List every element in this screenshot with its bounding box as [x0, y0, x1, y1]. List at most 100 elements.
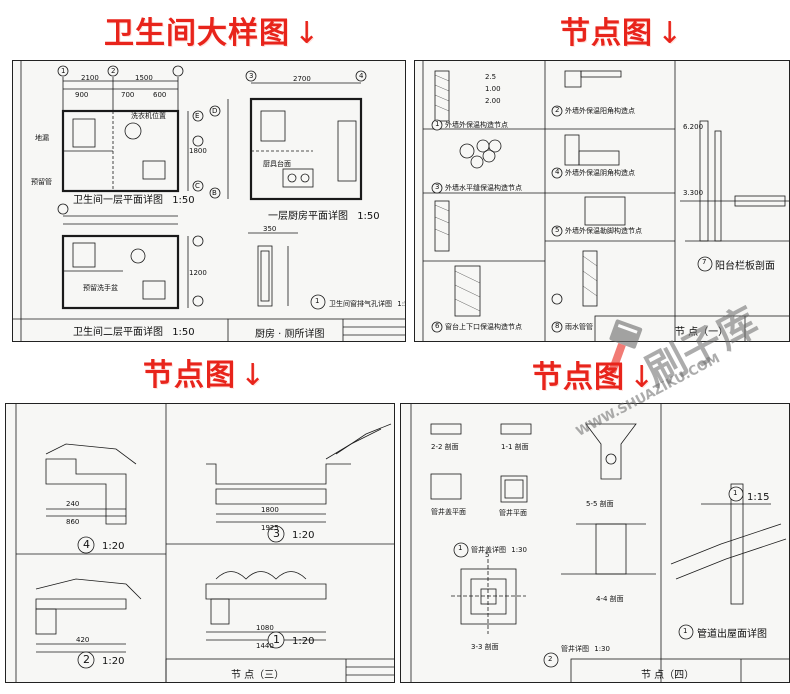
dimension-1-00: 1.00	[485, 85, 501, 93]
bathroom-detail-banner: 卫生间大样图↓	[104, 8, 320, 52]
well-cover-detail-caption: 管井盖详图 1:30	[471, 545, 527, 555]
node-caption-6: 窗台上下口保温构造节点	[445, 323, 522, 331]
node-num-7: 7	[702, 258, 707, 266]
axis-label-b: B	[212, 189, 217, 197]
well-section-num: 2	[548, 655, 553, 663]
node-scale-3: 1:20	[292, 530, 315, 541]
caption-text: 管井盖详图	[471, 546, 506, 554]
section-3-3: 3-3 剖面	[471, 643, 499, 651]
node-diagram-banner-right: 节点图↓	[532, 352, 655, 396]
node-detail-sheet-three: 4 1:20 3 1:20 2 1:20 1 1:20 1800 1925 10…	[5, 403, 395, 683]
axis-label-2: 2	[111, 67, 116, 75]
caption-text: 卫生间窗排气孔详图	[329, 300, 392, 308]
node-num-8: 8	[555, 322, 560, 330]
dimension-1440: 1440	[256, 642, 274, 650]
dimension-700: 700	[121, 91, 135, 99]
node-num-4: 4	[83, 538, 90, 551]
down-arrow-icon: ↓	[294, 16, 321, 51]
title-block-text: 厨房 · 厕所详图	[255, 329, 325, 340]
node-caption-3: 外墙水平缝保温构造节点	[445, 184, 522, 192]
banner-text: 卫生间大样图	[104, 16, 290, 51]
banner-text: 节点图	[532, 360, 625, 395]
down-arrow-icon: ↓	[240, 358, 267, 393]
caption-text: 卫生间一层平面详图	[73, 195, 163, 206]
dimension-1500: 1500	[135, 74, 153, 82]
caption-bath-floor1: 卫生间一层平面详图 1:50	[73, 191, 195, 206]
node-caption-5: 外墙外保温勒脚构造节点	[565, 227, 642, 235]
axis-label-e: E	[195, 112, 200, 120]
down-arrow-icon: ↓	[657, 16, 684, 51]
dimension-2-5: 2.5	[485, 73, 497, 81]
note-pipe: 预留管	[31, 178, 52, 186]
node-num-5: 5	[555, 226, 560, 234]
dimension-1800: 1800	[189, 147, 207, 155]
axis-label-1: 1	[61, 67, 66, 75]
dimension-350: 350	[263, 225, 277, 233]
caption-scale: 1:50	[397, 300, 405, 308]
caption-scale: 1:50	[172, 195, 195, 206]
caption-scale: 1:50	[172, 327, 195, 338]
dimension-1080: 1080	[256, 624, 274, 632]
dimension-240: 240	[66, 500, 80, 508]
well-section-caption: 管井详图 1:30	[561, 644, 610, 654]
banner-text: 节点图	[143, 358, 236, 393]
dimension-900: 900	[75, 91, 89, 99]
node-detail-sheet-four: 2-2 剖面 1-1 剖面 管井盖平面 管井平面 1 管井盖详图 1:30 5-…	[400, 403, 790, 683]
dimension-2700: 2700	[293, 75, 311, 83]
node-num-3: 3	[435, 183, 440, 191]
dimension-1925: 1925	[261, 524, 279, 532]
node-three-drawing	[15, 404, 394, 682]
node-four-drawing	[410, 404, 789, 682]
down-arrow-icon: ↓	[629, 360, 656, 395]
caption-scale: 1:30	[594, 645, 610, 653]
node-caption-4: 外墙外保温阴角构造点	[565, 169, 635, 177]
section-5-5: 5-5 剖面	[586, 500, 614, 508]
axis-label-3: 3	[249, 72, 254, 80]
node-diagram-banner-left: 节点图↓	[143, 350, 266, 394]
vent-detail-number: 1	[315, 297, 320, 305]
dimension-2-00: 2.00	[485, 97, 501, 105]
title-block-text: 节 点（四）	[641, 670, 695, 681]
node-num-1: 1	[435, 120, 440, 128]
node-num-4: 4	[555, 168, 560, 176]
note-counter: 厨具台面	[263, 160, 291, 168]
note-basin: 预留洗手盆	[83, 284, 118, 292]
elevation-3-300: 3.300	[683, 189, 704, 197]
axis-label-4: 4	[359, 72, 364, 80]
pipe-detail-scale: 1:15	[747, 492, 770, 503]
section-mark-5: 5	[485, 551, 490, 559]
axis-label-c: C	[195, 182, 200, 190]
node-scale-1: 1:20	[292, 636, 315, 647]
elevation-6-200: 6.200	[683, 123, 704, 131]
caption-scale: 1:30	[511, 546, 527, 554]
node-caption-1: 外墙外保温构造节点	[445, 121, 508, 129]
note-floor-drain: 地漏	[35, 134, 49, 142]
node-caption-8: 雨水管管	[565, 323, 593, 331]
brush-logo-icon	[608, 319, 643, 374]
section-2-2: 2-2 剖面	[431, 443, 459, 451]
node-detail-sheet-one: 1 外墙外保温构造节点 2 外墙外保温阳角构造点 3 外墙水平缝保温构造节点 4…	[414, 60, 790, 342]
well-plan: 管井平面	[499, 509, 527, 517]
section-1-1: 1-1 剖面	[501, 443, 529, 451]
dimension-420: 420	[76, 636, 90, 644]
bathroom-plan-drawing	[13, 61, 405, 341]
pipe-detail-num: 1	[733, 489, 738, 497]
node-scale-4: 1:20	[102, 541, 125, 552]
node-one-drawing	[422, 61, 789, 341]
title-block-text: 节 点（一）	[675, 327, 729, 338]
section-4-4: 4-4 剖面	[596, 595, 624, 603]
caption-scale: 1:50	[357, 211, 380, 222]
pipe-roof-caption: 管道出屋面详图	[697, 629, 767, 640]
banner-text: 节点图	[560, 16, 653, 51]
pipe-roof-num: 1	[683, 627, 688, 635]
node-num-6: 6	[435, 322, 440, 330]
caption-kitchen-floor1: 一层厨房平面详图 1:50	[268, 207, 380, 222]
node-num-2: 2	[555, 106, 560, 114]
node-num-2: 2	[83, 653, 90, 666]
dimension-1200: 1200	[189, 269, 207, 277]
node-num-3: 3	[273, 527, 280, 540]
node-caption-2: 外墙外保温阳角构造点	[565, 107, 635, 115]
node-diagram-banner-top: 节点图↓	[560, 8, 683, 52]
note-washer: 洗衣机位置	[131, 112, 166, 120]
node-num-1: 1	[273, 633, 280, 646]
